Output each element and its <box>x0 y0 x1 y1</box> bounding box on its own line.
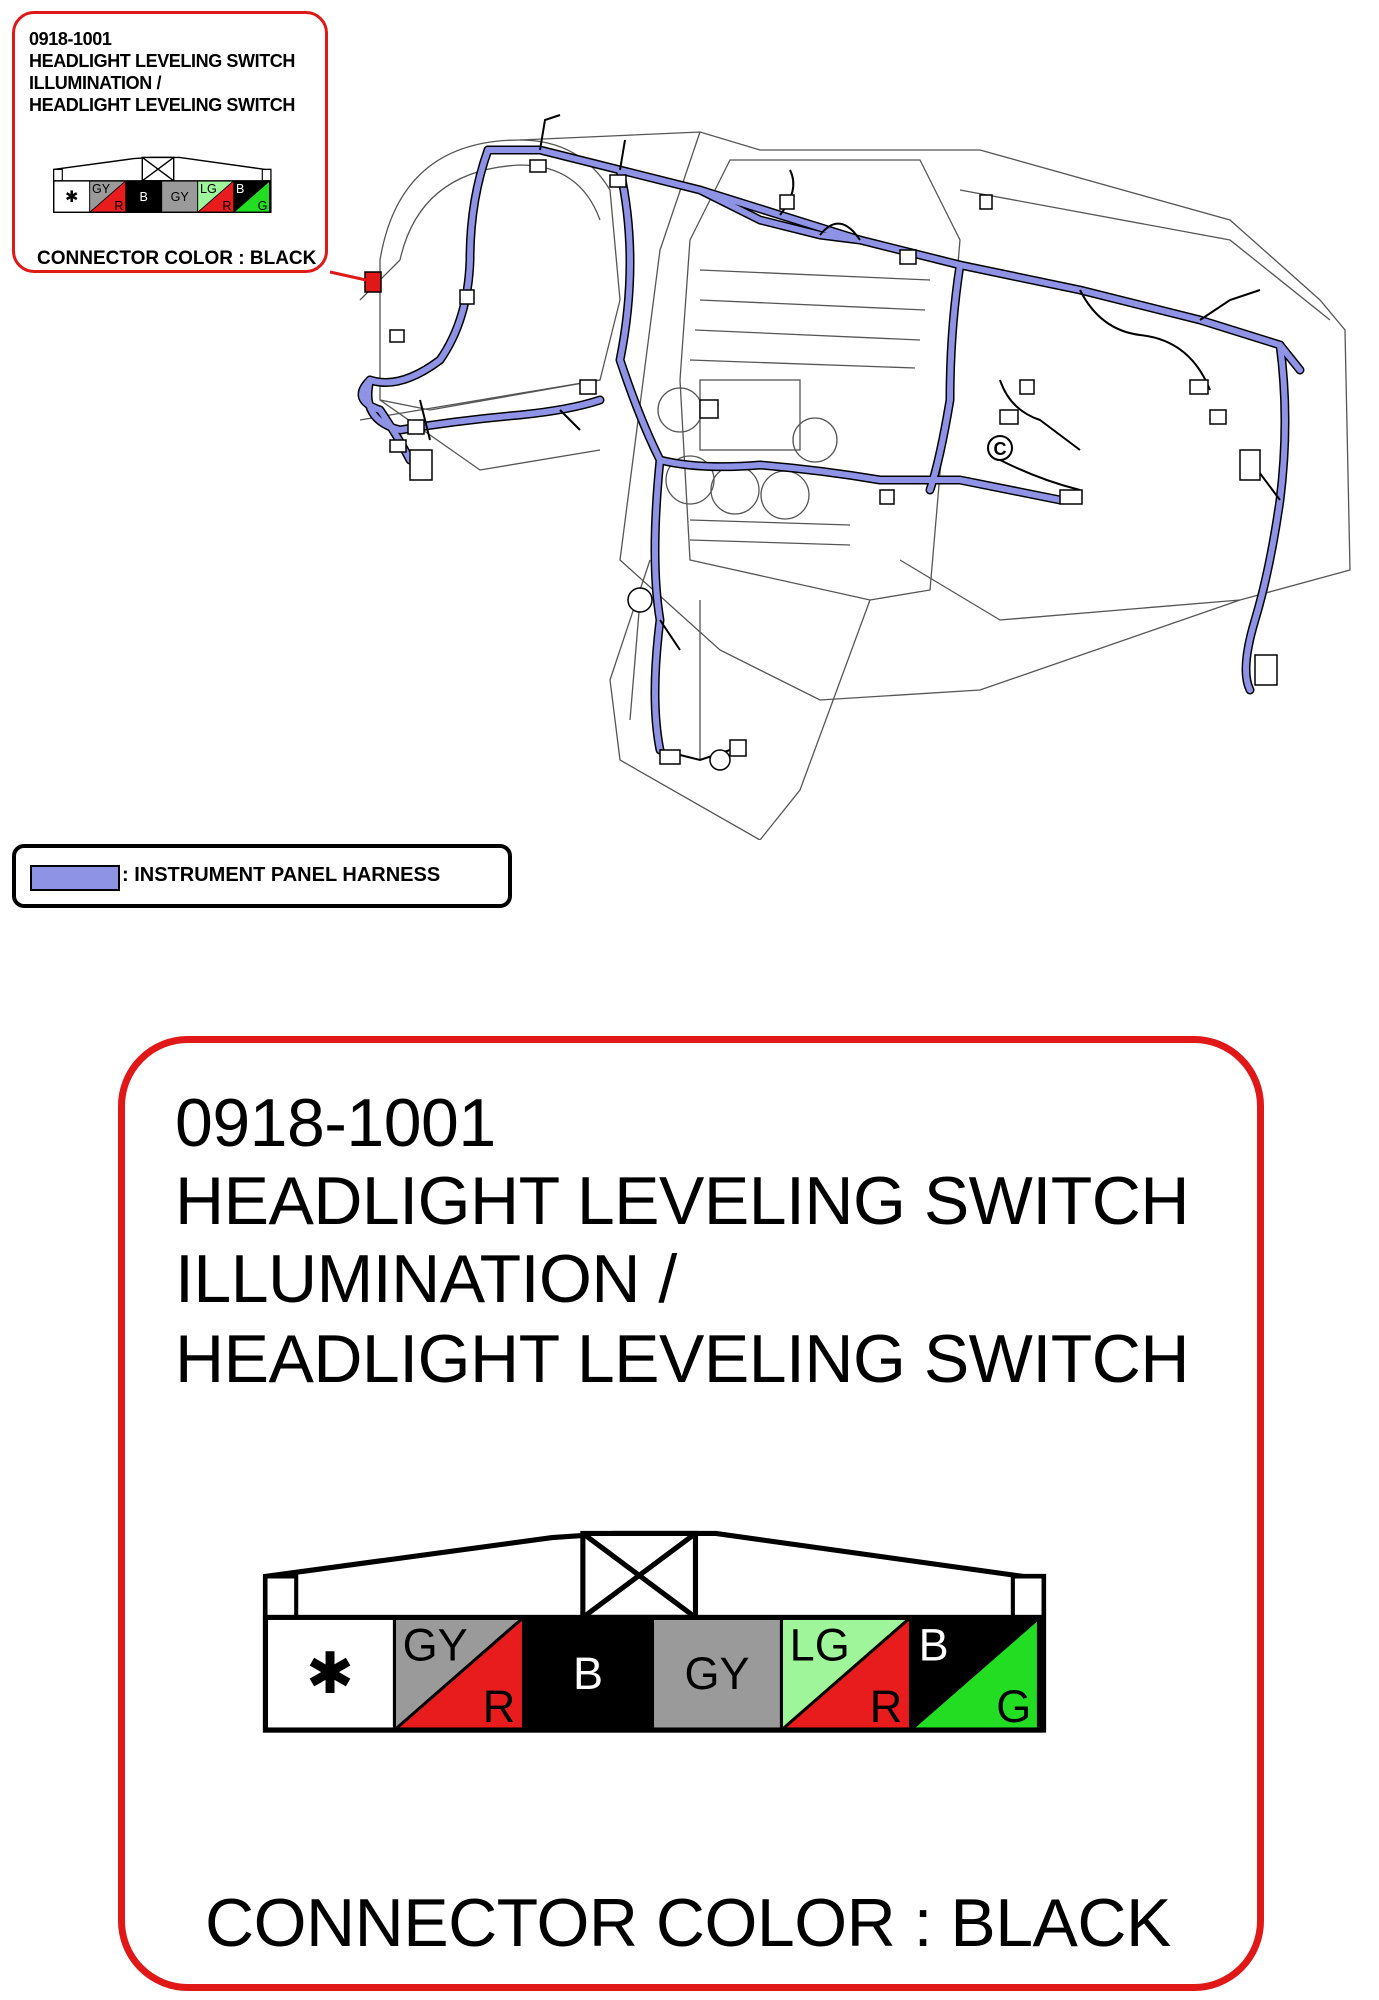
large-connector-pin-1: ✱ <box>263 1615 397 1732</box>
small-connector-pin-1-symbol: ✱ <box>65 189 78 206</box>
large-connector-pin-2-top-label: GY <box>403 1619 468 1670</box>
connector-code: 0918-1001 <box>175 1085 496 1161</box>
large-connector-pin-6-divider <box>909 1616 1041 1732</box>
legend: : INSTRUMENT PANEL HARNESS <box>12 844 512 908</box>
small-name-line1: HEADLIGHT LEVELING SWITCH <box>29 51 295 71</box>
large-connector-pin-4: GY <box>650 1615 784 1732</box>
small-connector-pin-4-label: GY <box>171 190 190 204</box>
small-connector-lock-tab-cross <box>141 156 175 182</box>
marker-c-label: C <box>994 439 1007 459</box>
small-connector-pin-2-bottom-label: R <box>114 199 123 213</box>
branch-wires <box>419 114 1281 762</box>
large-connector-pin-4-fill <box>650 1615 784 1732</box>
small-name-line2: ILLUMINATION / <box>29 73 162 93</box>
small-connector-pin-row-border <box>53 180 271 213</box>
large-connector-pin-2-divider <box>393 1616 525 1732</box>
small-connector-pin-5-bottom-label: R <box>222 199 231 213</box>
large-connector-lock-tab-cross <box>581 1531 698 1620</box>
large-connector-pin-6-bottom-label: G <box>996 1681 1031 1732</box>
large-connector-pin-2: GY R <box>392 1615 526 1732</box>
marker-c-circle <box>987 435 1013 461</box>
large-connector-pin-5: LG R <box>779 1615 913 1732</box>
large-connector-pin-5-bottom-label: R <box>870 1681 903 1732</box>
small-connector-pin-2: GYR <box>89 180 127 213</box>
large-connector-pin-6-top-label: B <box>919 1619 949 1670</box>
harness-diagram: C <box>329 114 1351 840</box>
connector-name-line3: HEADLIGHT LEVELING SWITCH <box>175 1321 1190 1397</box>
small-connector-code: 0918-1001 <box>29 29 112 49</box>
connector-name-line2: ILLUMINATION / <box>175 1241 677 1317</box>
connector-name-line1: HEADLIGHT LEVELING SWITCH <box>175 1163 1190 1239</box>
small-connector-pin-3-label: B <box>140 190 148 204</box>
large-connector-pin-2-bottom-label: R <box>483 1681 516 1732</box>
large-connector-pin-5-divider <box>780 1616 912 1732</box>
small-connector-pin-6-divider <box>233 180 270 213</box>
large-connector-pin-3: B <box>521 1615 655 1732</box>
connector-callout-small: 0918-1001 HEADLIGHT LEVELING SWITCH ILLU… <box>12 11 328 273</box>
legend-label: : INSTRUMENT PANEL HARNESS <box>122 864 441 886</box>
small-connector-pin-5: LG R <box>197 180 235 213</box>
large-connector-latch-right <box>1010 1574 1046 1620</box>
large-connector-pin-1-fill <box>263 1615 397 1732</box>
large-connector-pin-4-label: GY <box>684 1648 749 1699</box>
small-connector-latch-left <box>53 168 63 182</box>
small-connector-pin-4-fill <box>161 180 199 213</box>
large-connector-pin-3-label: B <box>573 1648 603 1699</box>
small-connector-pin-1: ✱ <box>53 180 91 213</box>
callout-leader-line <box>329 270 367 282</box>
large-connector-pin-6: BG <box>908 1615 1042 1732</box>
large-connector-pin-1-symbol: ✱ <box>306 1642 354 1706</box>
small-connector-pin-6: BG <box>233 180 271 213</box>
connector-callout-large: 0918-1001 HEADLIGHT LEVELING SWITCH ILLU… <box>118 1036 1264 1991</box>
harness-outline <box>357 145 1305 755</box>
connectors <box>389 159 1278 771</box>
small-connector-latch-right <box>261 168 272 182</box>
small-connector-pin-2-top-label: GY <box>92 182 111 196</box>
connector-color: CONNECTOR COLOR : BLACK <box>205 1885 1171 1961</box>
legend-swatch <box>30 865 120 891</box>
large-connector-latch-left <box>263 1574 299 1620</box>
small-connector-pin-5-divider <box>197 180 234 213</box>
large-connector-pin-5-top-label: LG <box>790 1619 850 1670</box>
small-connector-pin-4: GY <box>161 180 199 213</box>
small-connector-pin-6-bottom-label: G <box>258 199 268 213</box>
small-connector-pin-6-top-label: B <box>236 182 244 196</box>
small-connector-pin-3: B <box>125 180 163 213</box>
small-name-line3: HEADLIGHT LEVELING SWITCH <box>29 95 295 115</box>
small-connector-pin-2-divider <box>89 180 126 213</box>
small-connector-pin-5-top-label: LG <box>200 182 217 196</box>
highlighted-connector <box>364 271 382 293</box>
small-connector-color: CONNECTOR COLOR : BLACK <box>37 248 317 269</box>
large-connector-pin-row-border <box>262 1614 1043 1733</box>
